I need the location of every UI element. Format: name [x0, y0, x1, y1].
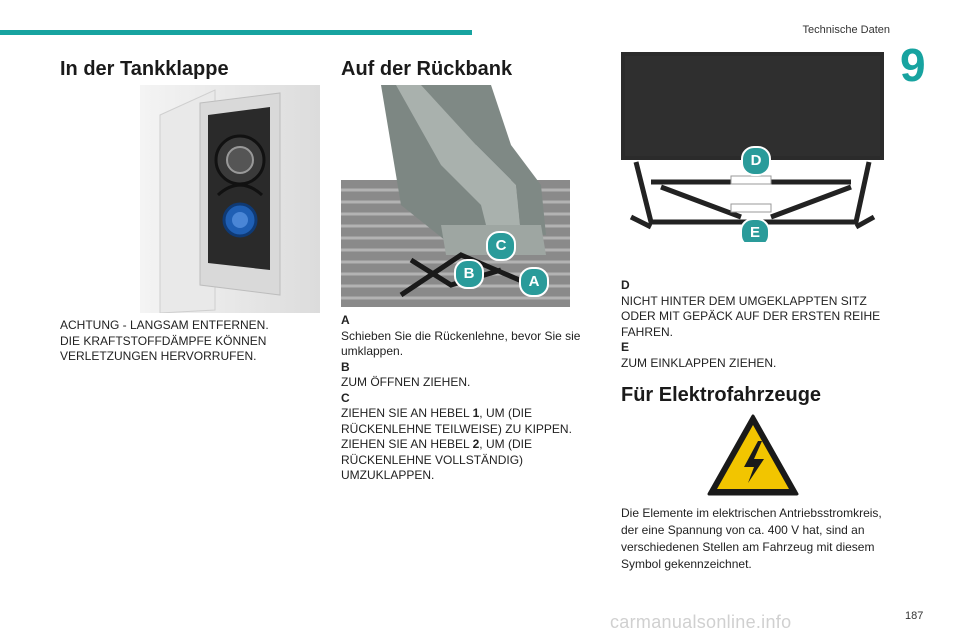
heading-electric-vehicles: Für Elektrofahrzeuge — [621, 384, 822, 406]
callout-e: E — [740, 218, 770, 242]
instruction-c-line4: RÜCKENLEHNE VOLLSTÄNDIG) UMZUKLAPPEN. — [341, 452, 524, 483]
fuel-warning-line: VERLETZUNGEN HERVORRUFEN. — [60, 349, 257, 363]
lever-number: 2 — [472, 437, 480, 451]
chapter-number: 9 — [900, 39, 926, 91]
instruction-c-text: , UM (DIE — [479, 406, 532, 420]
ev-text-line: Die Elemente im elektrischen Antriebsstr… — [621, 506, 882, 520]
label-b: B — [341, 359, 350, 374]
instruction-c-text: ZIEHEN SIE AN HEBEL — [341, 437, 473, 451]
instruction-b: ZUM ÖFFNEN ZIEHEN. — [341, 375, 471, 389]
folded-seat-instructions: D NICHT HINTER DEM UMGEKLAPPTEN SITZ ODE… — [621, 278, 891, 371]
fuel-warning-text: ACHTUNG - LANGSAM ENTFERNEN. DIE KRAFTST… — [60, 318, 320, 365]
callout-c: C — [486, 231, 516, 261]
instruction-c-line1: ZIEHEN SIE AN HEBEL 1, UM (DIE — [341, 406, 611, 422]
ev-text-line: verschiedenen Stellen am Fahrzeug mit di… — [621, 540, 875, 554]
instruction-a-line: Schieben Sie die Rückenlehne, bevor Sie … — [341, 328, 581, 343]
electric-vehicle-text: Die Elemente im elektrischen Antriebsstr… — [621, 505, 891, 573]
rear-bench-illustration: C B A — [341, 85, 570, 307]
instruction-e: ZUM EINKLAPPEN ZIEHEN. — [621, 355, 777, 370]
lever-number: 1 — [472, 406, 480, 420]
instruction-d-line: ODER MIT GEPÄCK AUF DER ERSTEN REIHE — [621, 309, 881, 323]
fuel-flap-illustration — [140, 85, 320, 313]
label-a: A — [341, 313, 350, 327]
instruction-c-line3: ZIEHEN SIE AN HEBEL 2, UM (DIE — [341, 437, 611, 453]
chapter-color-bar — [0, 30, 472, 35]
instruction-c-line2: RÜCKENLEHNE TEILWEISE) ZU KIPPEN. — [341, 421, 572, 436]
label-d: D — [621, 278, 630, 292]
heading-rear-bench: Auf der Rückbank — [341, 58, 513, 80]
label-c: C — [341, 390, 350, 405]
ev-text-line: Symbol gekennzeichnet. — [621, 557, 752, 571]
callout-d: D — [741, 146, 771, 176]
heading-fuel-flap: In der Tankklappe — [60, 58, 229, 80]
ev-text-line: der eine Spannung von ca. 400 V hat, sin… — [621, 523, 865, 537]
instruction-d-line: FAHREN. — [621, 324, 674, 339]
callout-a: A — [519, 267, 549, 297]
callout-b: B — [454, 259, 484, 289]
instruction-c-text: ZIEHEN SIE AN HEBEL — [341, 406, 473, 420]
watermark: carmanualsonline.info — [610, 612, 792, 632]
rear-bench-instructions: A Schieben Sie die Rückenlehne, bevor Si… — [341, 313, 611, 484]
section-title: Technische Daten — [802, 24, 890, 36]
folded-seat-illustration: D E — [621, 52, 884, 242]
fuel-warning-line: ACHTUNG - LANGSAM ENTFERNEN. — [60, 318, 269, 332]
page-number: 187 — [905, 610, 924, 622]
instruction-c-text: , UM (DIE — [479, 437, 532, 451]
label-e: E — [621, 340, 630, 354]
fuel-warning-line: DIE KRAFTSTOFFDÄMPFE KÖNNEN — [60, 333, 267, 348]
instruction-a-line: umklappen. — [341, 344, 404, 358]
instruction-d-line: NICHT HINTER DEM UMGEKLAPPTEN SITZ — [621, 293, 867, 308]
high-voltage-warning-icon — [706, 413, 800, 497]
